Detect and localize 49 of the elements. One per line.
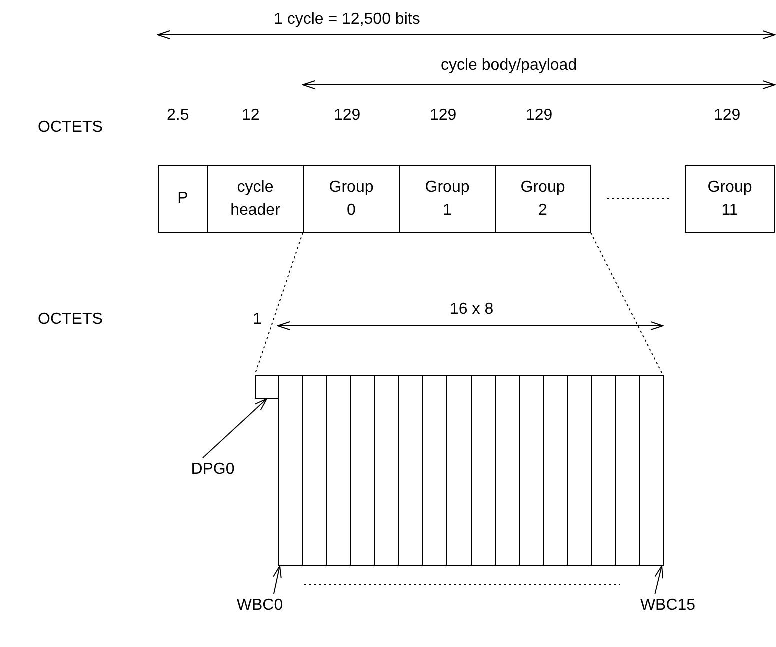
leader-line [654,566,664,594]
octet-cell [374,375,400,566]
dimension-label: 1 cycle = 12,500 bits [274,12,420,28]
expansion-line [254,232,304,376]
row-heading: OCTETS [38,120,103,136]
octet-count: 2.5 [167,108,190,124]
leader-line [273,566,282,594]
octet-cell [255,375,279,399]
field-label: Group 0 [328,178,375,221]
octet-cell [470,375,496,566]
octet-cell [398,375,424,566]
field-label: Group 2 [520,178,566,221]
frame-field-box [303,165,400,233]
field-label: Group 1 [424,178,471,221]
dimension-label: 16 x 8 [450,302,494,318]
octet-cell [566,375,592,566]
field-label: Group 11 [706,178,754,221]
octet-cell [614,375,640,566]
octet-count: 129 [526,108,553,124]
callout-label: WBC15 [640,596,696,616]
expansion-line [590,232,664,376]
frame-field-box [685,165,775,233]
octet-cell [350,375,376,566]
octet-count: 12 [242,108,260,124]
field-label: cycle header [230,178,282,221]
callout-label: WBC0 [236,596,284,616]
octet-cell [638,375,664,566]
octet-cell [422,375,448,566]
octet-cell [590,375,616,566]
octet-cell [494,375,520,566]
field-label: P [178,189,188,210]
octet-count: 1 [253,312,262,328]
frame-field-box [158,165,208,233]
octet-cell [302,375,328,566]
octet-count: 129 [430,108,457,124]
octet-cell [518,375,544,566]
frame-field-box [495,165,591,233]
dimension-label: cycle body/payload [441,58,578,74]
octet-cell [326,375,352,566]
octet-count: 129 [714,108,741,124]
octet-cell [446,375,472,566]
row-heading: OCTETS [38,312,103,328]
octet-cell [278,375,304,566]
callout-label: DPG0 [191,460,235,480]
frame-field-box [207,165,304,233]
octet-count: 129 [334,108,361,124]
octet-cell [542,375,568,566]
frame-field-box [399,165,496,233]
leader-line [202,398,268,458]
